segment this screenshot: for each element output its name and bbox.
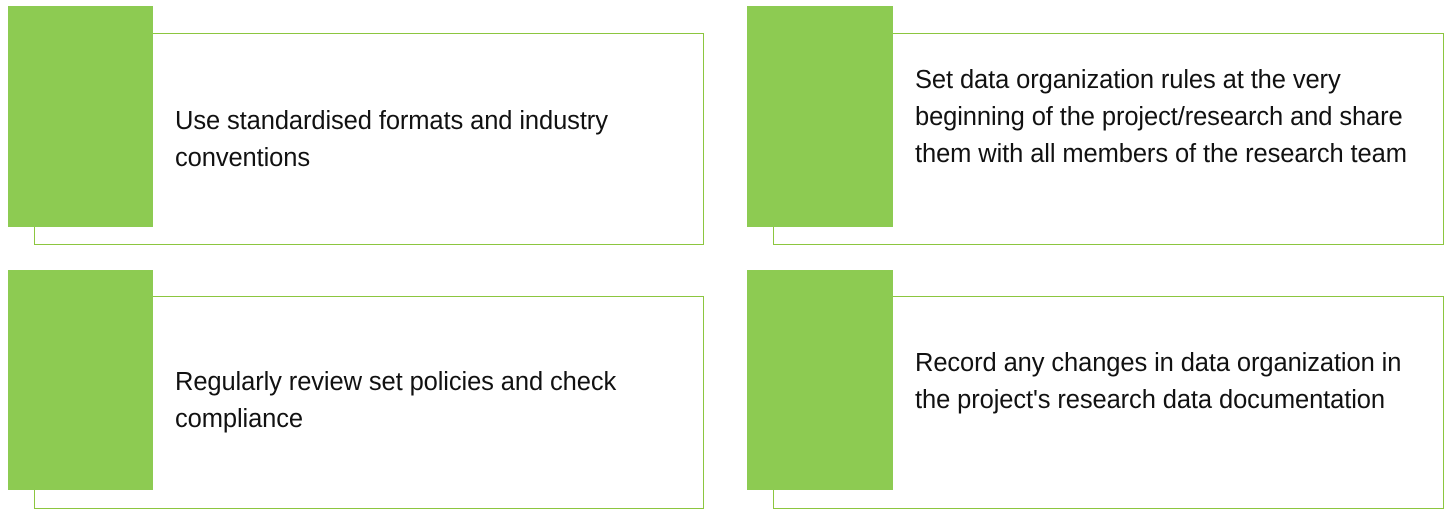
callout-text-top-left: Use standardised formats and industry co… [175,107,608,172]
callout-accent-block-top-right [747,6,893,227]
callout-accent-block-bottom-right [747,270,893,490]
callout-text-bottom-right: Record any changes in data organization … [915,349,1402,414]
callout-accent-block-bottom-left [8,270,153,490]
callout-text-top-right: Set data organization rules at the very … [915,66,1407,168]
callout-accent-block-top-left [8,6,153,227]
callout-text-bottom-left: Regularly review set policies and check … [175,368,617,433]
